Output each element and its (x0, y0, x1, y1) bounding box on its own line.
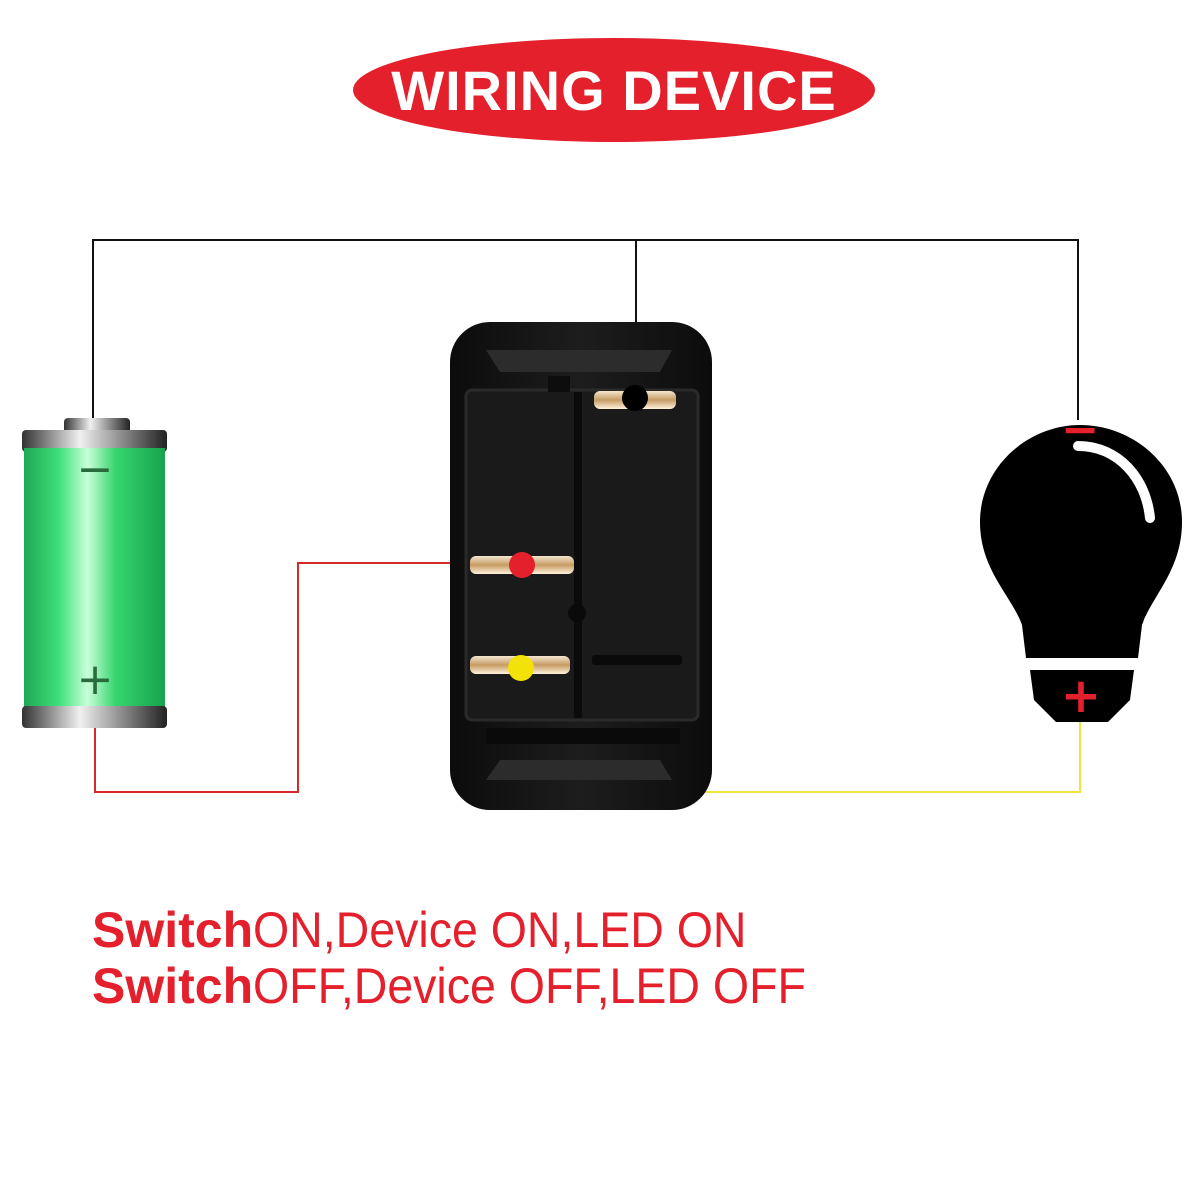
title-banner: WIRING DEVICE (353, 38, 875, 142)
bulb-highlight (1073, 441, 1155, 523)
switch-top-notch (486, 350, 672, 372)
caption-2-text: OFF,Device OFF,LED OFF (253, 958, 807, 1014)
caption-1-keyword: Switch (92, 902, 254, 958)
caption-2-keyword: Switch (92, 958, 254, 1014)
wire-red (94, 562, 520, 793)
connection-dot-yellow (508, 655, 534, 681)
bulb-positive-label: + (1061, 668, 1101, 724)
bulb-glass (980, 425, 1182, 658)
caption-line-1: Switch ON,Device ON,LED ON (92, 902, 1092, 958)
rocker-switch (450, 322, 712, 810)
light-bulb: − + (980, 402, 1182, 724)
battery-negative-label: − (77, 444, 114, 495)
bulb-negative-label: − (1061, 402, 1100, 456)
bulb-base (1030, 670, 1134, 722)
battery-body (24, 448, 165, 712)
switch-led-slot (592, 655, 682, 665)
battery-bottom-ring (22, 706, 167, 728)
battery-top-ring (22, 430, 167, 452)
switch-indicator-hole (568, 604, 586, 622)
caption-1-text: ON,Device ON,LED ON (253, 902, 747, 958)
battery-positive-label: + (77, 654, 114, 705)
switch-bottom-notch (486, 760, 672, 780)
connection-dot-red (509, 552, 535, 578)
caption-line-2: Switch OFF,Device OFF,LED OFF (92, 958, 1092, 1014)
connection-dot-black (622, 385, 648, 411)
battery: − + (22, 418, 167, 728)
page-title: WIRING DEVICE (391, 58, 837, 122)
